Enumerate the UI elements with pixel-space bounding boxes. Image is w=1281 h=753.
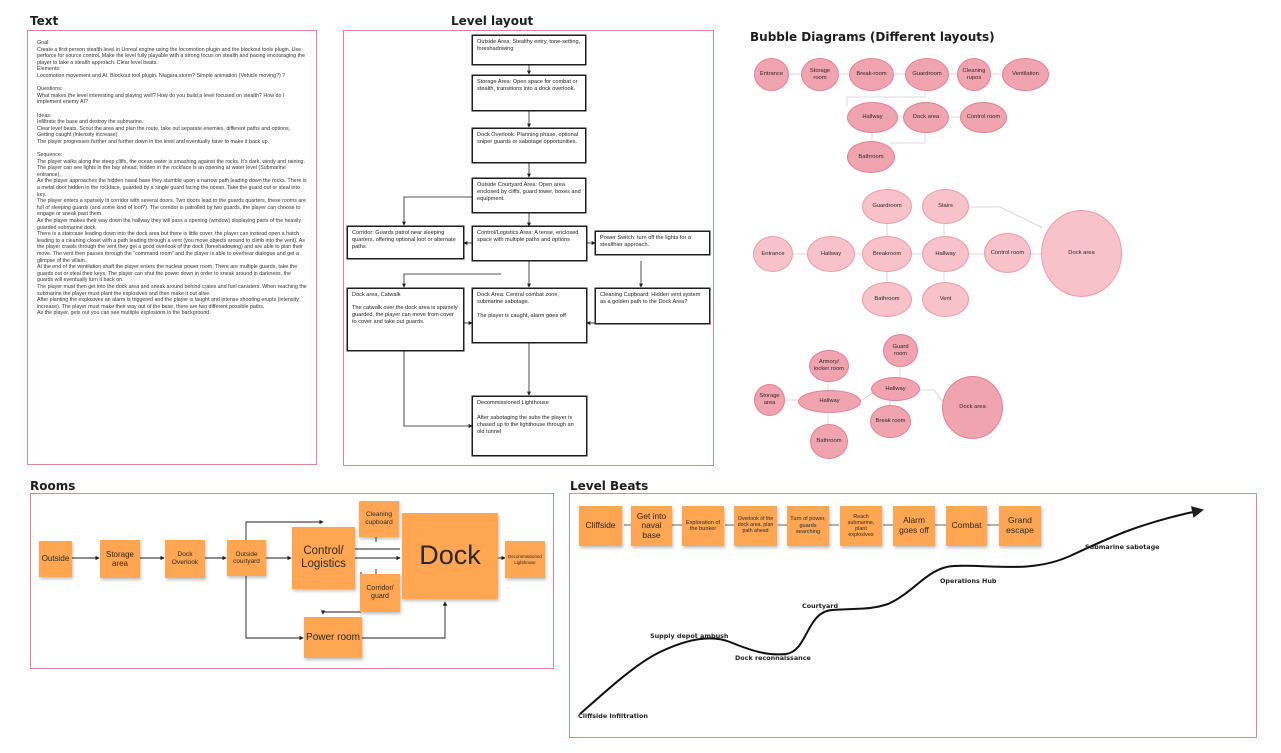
beat-overlook-dock[interactable]: Overlook of the dock area, plan path ahe… xyxy=(734,506,777,546)
text-document-panel[interactable]: Goal: Create a first person stealth leve… xyxy=(27,30,317,465)
beat-combat[interactable]: Combat xyxy=(946,506,987,546)
level-beats-section-title: Level Beats xyxy=(570,479,649,493)
layout-dock-catwalk-body: The catwalk over the dock area is sparse… xyxy=(352,305,458,325)
d1-cleaning-rupos-bubble[interactable]: Cleaning rupos xyxy=(957,58,991,91)
layout-lighthouse[interactable]: Decommissioned Lighthouse After sabotagi… xyxy=(472,396,587,456)
d3-dock-area-bubble[interactable]: Dock area xyxy=(942,376,1003,439)
d1-hallway-bubble[interactable]: Hallway xyxy=(847,102,898,133)
beat-turn-off-power[interactable]: Turn of power, guards searching xyxy=(787,506,829,546)
d1-dock-area-bubble[interactable]: Dock area xyxy=(903,102,949,133)
beats-connectors xyxy=(579,506,1204,715)
beat-exploration-bunker[interactable]: Exploration of the bunker xyxy=(682,506,724,546)
d3-armory-bubble[interactable]: Armory/ locker room xyxy=(809,350,849,382)
rooms-frame[interactable]: Outside Storage area Dock Overlook Outsi… xyxy=(30,493,554,669)
d2-guardroom-bubble[interactable]: Guardroom xyxy=(862,189,912,224)
d3-storage-area-bubble[interactable]: Storage area xyxy=(754,384,785,416)
d2-hallway-a-bubble[interactable]: Hallway xyxy=(807,236,855,272)
d2-breakroom-bubble[interactable]: Breakroom xyxy=(862,236,912,272)
curve-label-operations-hub: Operations Hub xyxy=(940,577,997,585)
room-outside[interactable]: Outside xyxy=(39,541,72,577)
curve-label-cliffside-infiltration: Cliffside Infiltration xyxy=(578,712,648,720)
beat-grand-escape[interactable]: Grand escape xyxy=(999,506,1041,546)
d3-break-room-bubble[interactable]: Break room xyxy=(870,405,911,438)
beat-alarm-goes-off[interactable]: Alarm goes off xyxy=(893,506,935,546)
d2-entrance-bubble[interactable]: Entrance xyxy=(753,236,793,272)
layout-connectors xyxy=(402,65,643,428)
intensity-curve xyxy=(579,506,1204,715)
room-power-room[interactable]: Power room xyxy=(304,617,362,658)
room-storage-area[interactable]: Storage area xyxy=(100,540,140,578)
room-dock[interactable]: Dock xyxy=(402,513,498,599)
d3-guard-room-bubble[interactable]: Guard room xyxy=(883,334,918,367)
d2-bathroom-bubble[interactable]: Bathroom xyxy=(862,282,912,317)
d2-control-room-bubble[interactable]: Control room xyxy=(984,233,1031,273)
layout-dock-area-caught: The player is caught, alarm goes off xyxy=(477,313,566,319)
curve-label-submarine-sabotage: Submarine sabotage xyxy=(1085,543,1160,551)
d1-ventilation-bubble[interactable]: Ventilation xyxy=(1002,58,1049,91)
level-beats-frame[interactable]: Cliffside Get into naval base Exploratio… xyxy=(569,493,1257,738)
bubble-diagrams-section-title: Bubble Diagrams (Different layouts) xyxy=(750,30,995,44)
level-layout-section-title: Level layout xyxy=(451,14,534,28)
d1-break-room-bubble[interactable]: Break-room xyxy=(849,58,894,91)
layout-outside-courtyard[interactable]: Outside Courtyard Area: Open area enclos… xyxy=(472,178,586,213)
d3-hallway-b-bubble[interactable]: Hallway xyxy=(798,390,861,413)
layout-lighthouse-body: After sabotaging the subs the player is … xyxy=(477,415,574,435)
d1-guard-room-bubble[interactable]: Guardroom xyxy=(905,58,949,91)
layout-dock-catwalk[interactable]: Dock area, Catwalk The catwalk over the … xyxy=(347,288,464,351)
layout-lighthouse-title: Decommissioned Lighthouse xyxy=(477,400,549,406)
layout-storage-area[interactable]: Storage Area: Open space for combat or s… xyxy=(472,75,586,111)
level-layout-frame[interactable]: Outside Area: Stealthy entry, tone-setti… xyxy=(343,30,714,466)
d2-hallway-b-bubble[interactable]: Hallway xyxy=(922,236,969,272)
room-cleaning-cupboard[interactable]: Cleaning cupboard xyxy=(359,501,399,537)
d1-storage-room-bubble[interactable]: Storage room xyxy=(801,58,839,91)
layout-dock-catwalk-title: Dock area, Catwalk xyxy=(352,292,401,298)
layout-dock-area-title: Dock Area: Central combat zone, submarin… xyxy=(477,292,560,305)
layout-corridor[interactable]: Corridor: Guards patrol near sleeping qu… xyxy=(347,226,464,259)
room-outside-courtyard[interactable]: Outside courtyard xyxy=(227,540,266,576)
d3-bathroom-bubble[interactable]: Bathroom xyxy=(810,424,848,459)
d3-hallway-a-bubble[interactable]: Hallway xyxy=(871,377,920,401)
d1-entrance-bubble[interactable]: Entrance xyxy=(754,58,789,91)
layout-cleaning-cupboard[interactable]: Cleaning Cupboard: Hidden vent system as… xyxy=(595,288,710,324)
d1-bathroom-bubble[interactable]: Bathroom xyxy=(847,141,895,173)
curve-label-dock-reconnaissance: Dock reconnaissance xyxy=(735,654,811,662)
layout-dock-area[interactable]: Dock Area: Central combat zone, submarin… xyxy=(472,288,587,343)
d2-vent-bubble[interactable]: Vent xyxy=(922,282,969,317)
beat-reach-submarine[interactable]: Reach submarine, plant explosives xyxy=(840,506,882,546)
d2-dock-area-bubble[interactable]: Dock area xyxy=(1041,210,1122,297)
text-section-title: Text xyxy=(30,14,59,28)
room-control-logistics[interactable]: Control/ Logistics xyxy=(292,527,355,589)
room-dock-overlook[interactable]: Dock Overlook xyxy=(165,540,205,578)
room-corridor-guard[interactable]: Corridor/ guard xyxy=(360,574,400,612)
curve-label-supply-depot-ambush: Supply depot ambush xyxy=(650,632,729,640)
layout-outside-area[interactable]: Outside Area: Stealthy entry, tone-setti… xyxy=(472,35,586,65)
beat-get-into-naval-base[interactable]: Get into naval base xyxy=(631,506,672,546)
beat-cliffside[interactable]: Cliffside xyxy=(579,506,622,546)
d2-stairs-bubble[interactable]: Stairs xyxy=(922,189,969,224)
d1-control-room-bubble[interactable]: Control room xyxy=(960,102,1007,133)
layout-control-logistics[interactable]: Control/Logistics Area: A tense, enclose… xyxy=(472,226,587,261)
design-document-text: Goal: Create a first person stealth leve… xyxy=(37,40,307,317)
layout-power-switch[interactable]: Power Switch: turn off the lights for a … xyxy=(595,231,710,255)
room-decommissioned-lighthouse[interactable]: Decommissioned Lighthouse xyxy=(505,541,545,578)
curve-label-courtyard: Courtyard xyxy=(802,602,839,610)
layout-dock-overlook[interactable]: Dock Overlook: Planning phase, optional … xyxy=(472,128,586,163)
rooms-section-title: Rooms xyxy=(30,479,76,493)
